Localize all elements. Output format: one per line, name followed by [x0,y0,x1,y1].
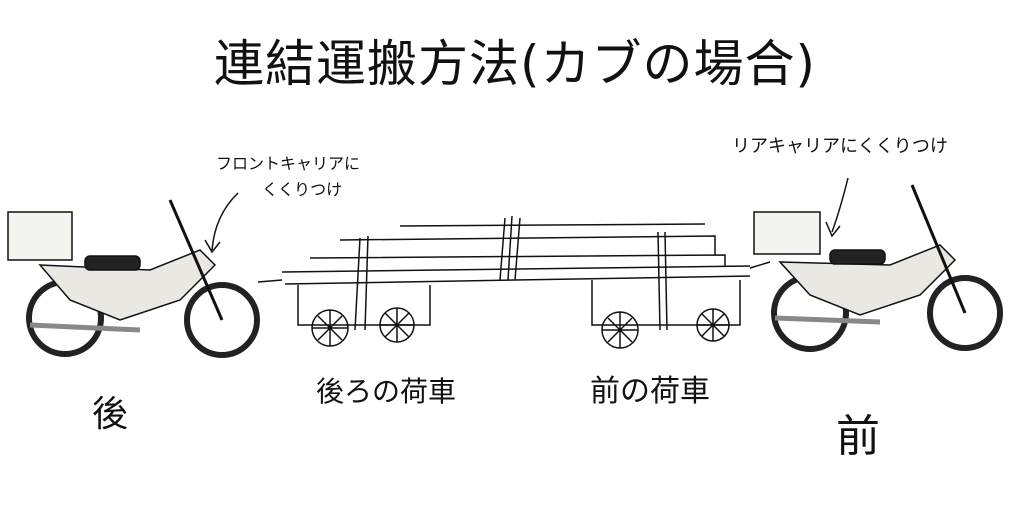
rear-cart [297,285,431,347]
rear-bike-label: 後 [92,394,129,435]
rear-cart-label: 後ろの荷車 [316,375,457,408]
rear-carrier-arrow [825,177,849,238]
front-bike-label: 前 [836,411,880,462]
front-carrier-arrow [204,192,239,254]
front-carrier-note: フロントキャリアに [216,154,361,173]
front-motorcycle [753,184,1003,352]
rear-carrier-note: リアキャリアにくくりつけ [732,136,948,157]
front-cart [591,280,741,349]
lumber-load [257,215,771,331]
diagram-title: 連結運搬方法(カブの場合) [213,35,816,93]
rear-motorcycle [7,199,260,358]
front-carrier-note-2: くくりつけ [262,180,343,199]
front-cart-label: 前の荷車 [590,374,710,409]
